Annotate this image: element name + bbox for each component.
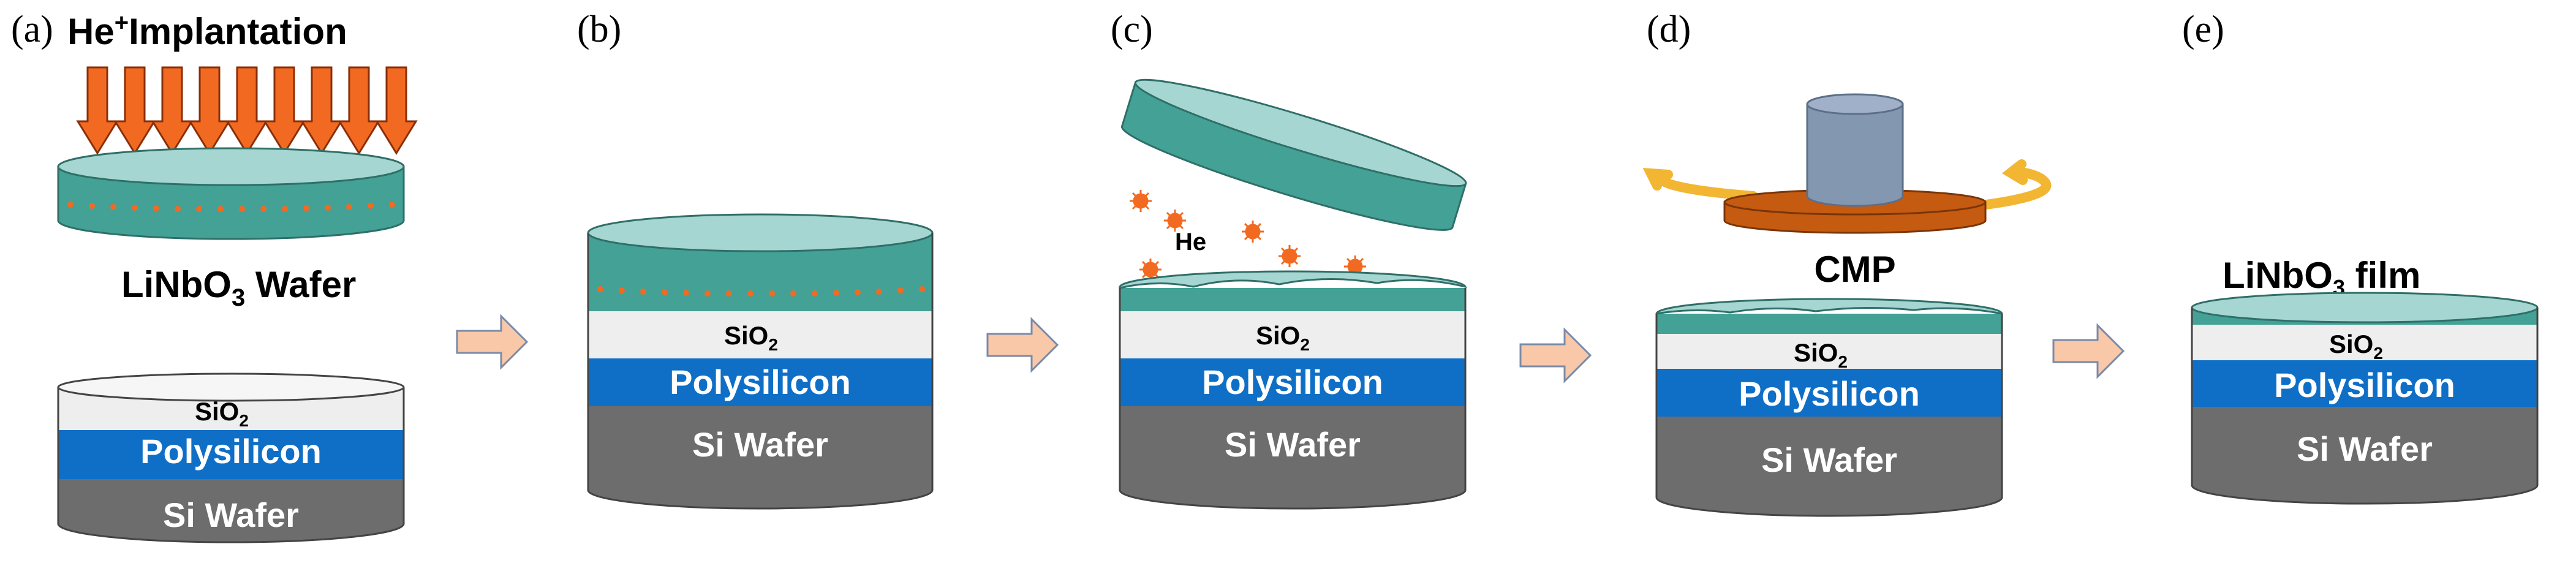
si-wafer-label-d: Si Wafer xyxy=(1761,441,1897,479)
panel-label-b: (b) xyxy=(577,9,621,50)
substrate-stack-a xyxy=(57,372,405,543)
he-bubble xyxy=(1130,190,1152,212)
implant-arrow xyxy=(113,66,156,155)
bonded-stack-c xyxy=(1119,270,1467,510)
cmp-tool xyxy=(1642,93,2052,234)
sio2-label-e: SiO2 xyxy=(2329,330,2383,363)
process-arrow xyxy=(986,317,1059,373)
sio2-label-c: SiO2 xyxy=(1256,321,1310,354)
implant-arrow xyxy=(338,66,380,155)
bonded-stack-b xyxy=(587,213,934,510)
process-arrow xyxy=(2052,323,2125,379)
process-arrow xyxy=(456,314,529,370)
implant-arrow xyxy=(151,66,194,155)
polysilicon-label-e: Polysilicon xyxy=(2274,366,2455,404)
implanted-he-layer xyxy=(67,202,395,212)
polysilicon-label-c: Polysilicon xyxy=(1202,363,1383,401)
he-bubble xyxy=(1279,245,1301,267)
cmp-label: CMP xyxy=(1814,249,1895,290)
implantation-arrows xyxy=(76,66,418,155)
he-bubble xyxy=(1242,221,1264,243)
linbo3-wafer xyxy=(57,147,405,240)
final-stack-e xyxy=(2191,292,2539,505)
si-wafer-label-e: Si Wafer xyxy=(2297,429,2433,468)
linbo3-wafer-label: LiNbO3 Wafer xyxy=(121,264,356,311)
polysilicon-label-d: Polysilicon xyxy=(1739,374,1920,413)
polysilicon-label-b: Polysilicon xyxy=(670,363,851,401)
sio2-label-b: SiO2 xyxy=(724,321,778,354)
implant-arrow xyxy=(225,66,268,155)
bonded-stack-d xyxy=(1655,298,2003,517)
rotation-arrow-right xyxy=(1949,159,2052,213)
rotation-arrow-left xyxy=(1642,168,1758,201)
sio2-label-d: SiO2 xyxy=(1794,338,1848,371)
implanted-he-layer xyxy=(597,286,925,297)
implantation-title: He+Implantation xyxy=(67,9,347,52)
si-wafer-label-a: Si Wafer xyxy=(163,496,299,534)
implant-arrow xyxy=(263,66,306,155)
he-label: He xyxy=(1175,229,1206,255)
implant-arrow xyxy=(76,66,119,155)
implant-arrow xyxy=(300,66,343,155)
panel-label-e: (e) xyxy=(2182,9,2224,50)
implant-arrow xyxy=(188,66,231,155)
he-bubble xyxy=(1164,210,1186,232)
si-wafer-label-b: Si Wafer xyxy=(692,425,828,464)
panel-label-a: (a) xyxy=(11,9,53,50)
split-linbo3-layer xyxy=(1120,78,1467,231)
he-bubbles xyxy=(1130,190,1366,281)
he-bubble xyxy=(1344,255,1366,278)
linbo3-film-label: LiNbO3 film xyxy=(2223,255,2420,300)
panel-label-d: (d) xyxy=(1647,9,1691,50)
si-wafer-label-c: Si Wafer xyxy=(1225,425,1361,464)
polysilicon-label-a: Polysilicon xyxy=(140,432,322,471)
panel-label-c: (c) xyxy=(1111,9,1153,50)
sio2-label-a: SiO2 xyxy=(195,397,249,430)
implant-arrow xyxy=(375,66,418,155)
process-arrow xyxy=(1519,327,1592,384)
he-bubble xyxy=(1139,259,1161,281)
